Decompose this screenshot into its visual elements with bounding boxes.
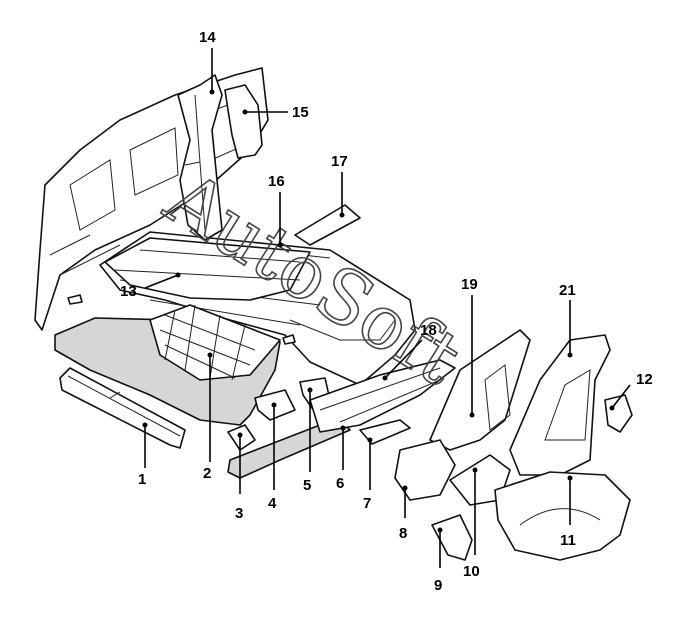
front-floor-section-13 xyxy=(104,237,311,301)
callout-3: 3 xyxy=(235,505,243,522)
callout-16: 16 xyxy=(268,173,285,190)
pillar-reinforcement-15 xyxy=(224,84,263,159)
callout-5: 5 xyxy=(303,477,311,494)
callout-2: 2 xyxy=(203,465,211,482)
callout-13: 13 xyxy=(120,283,137,300)
callout-19: 19 xyxy=(461,276,478,293)
callout-10: 10 xyxy=(463,563,480,580)
callout-14: 14 xyxy=(199,29,216,46)
pillar-14 xyxy=(177,74,223,241)
callout-6: 6 xyxy=(336,475,344,492)
callout-4: 4 xyxy=(268,495,277,512)
callout-7: 7 xyxy=(363,495,371,512)
callout-8: 8 xyxy=(399,525,407,542)
callout-12: 12 xyxy=(636,371,653,388)
wheel-arch-inner-8 xyxy=(394,439,456,501)
bracket-9 xyxy=(431,514,473,561)
callout-9: 9 xyxy=(434,577,442,594)
callouts: 14 15 16 17 13 18 19 21 12 xyxy=(120,29,653,594)
callout-17: 17 xyxy=(331,153,348,170)
callout-15: 15 xyxy=(292,104,309,121)
crossmember-1 xyxy=(59,367,186,449)
callout-18: 18 xyxy=(420,322,437,339)
fastener-markers xyxy=(67,294,296,345)
callout-21: 21 xyxy=(559,282,576,299)
quarter-inner-19 xyxy=(429,329,531,451)
callout-1: 1 xyxy=(138,471,146,488)
rear-floor-pan-2 xyxy=(54,304,281,426)
wheelhouse-outer-11 xyxy=(494,471,631,561)
callout-11: 11 xyxy=(560,532,576,549)
sill-extension-7 xyxy=(359,419,411,445)
bracket-3 xyxy=(227,424,256,451)
